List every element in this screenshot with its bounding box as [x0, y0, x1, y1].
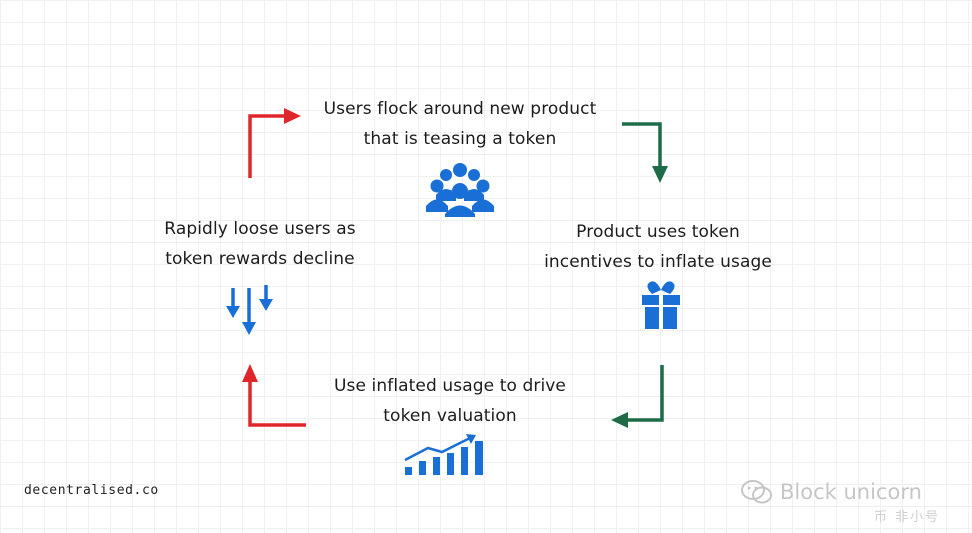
step-users-flock-line2: that is teasing a token [363, 129, 557, 149]
gift-icon [642, 281, 680, 329]
step-lose-users-line2: token rewards decline [165, 249, 355, 269]
step-users-flock: Users flock around new product that is t… [300, 94, 620, 154]
red-arrow-bottom-left [242, 364, 306, 427]
step-inflate-usage-line2: incentives to inflate usage [544, 252, 772, 272]
wechat-icon [741, 480, 772, 504]
green-arrow-top-right [622, 122, 668, 183]
users-group-icon [426, 163, 494, 217]
watermark-subtext: 币 非小号 [874, 510, 941, 525]
brand-footer: decentralised.co [24, 483, 159, 498]
watermark-text: Block unicorn [780, 480, 922, 504]
step-drive-valuation: Use inflated usage to drive token valuat… [300, 371, 600, 431]
red-arrow-top-left [248, 108, 301, 178]
step-lose-users-line1: Rapidly loose users as [164, 219, 356, 239]
watermark: Block unicorn [740, 479, 922, 505]
step-drive-valuation-line1: Use inflated usage to drive [333, 376, 566, 396]
step-lose-users: Rapidly loose users as token rewards dec… [140, 214, 380, 274]
step-users-flock-line1: Users flock around new product [323, 99, 597, 119]
down-arrows-icon [226, 285, 273, 335]
step-inflate-usage: Product uses token incentives to inflate… [528, 217, 788, 277]
green-arrow-bottom-right [611, 365, 664, 428]
rising-bar-chart-icon [404, 434, 483, 475]
step-drive-valuation-line2: token valuation [383, 406, 517, 426]
step-inflate-usage-line1: Product uses token [576, 222, 740, 242]
